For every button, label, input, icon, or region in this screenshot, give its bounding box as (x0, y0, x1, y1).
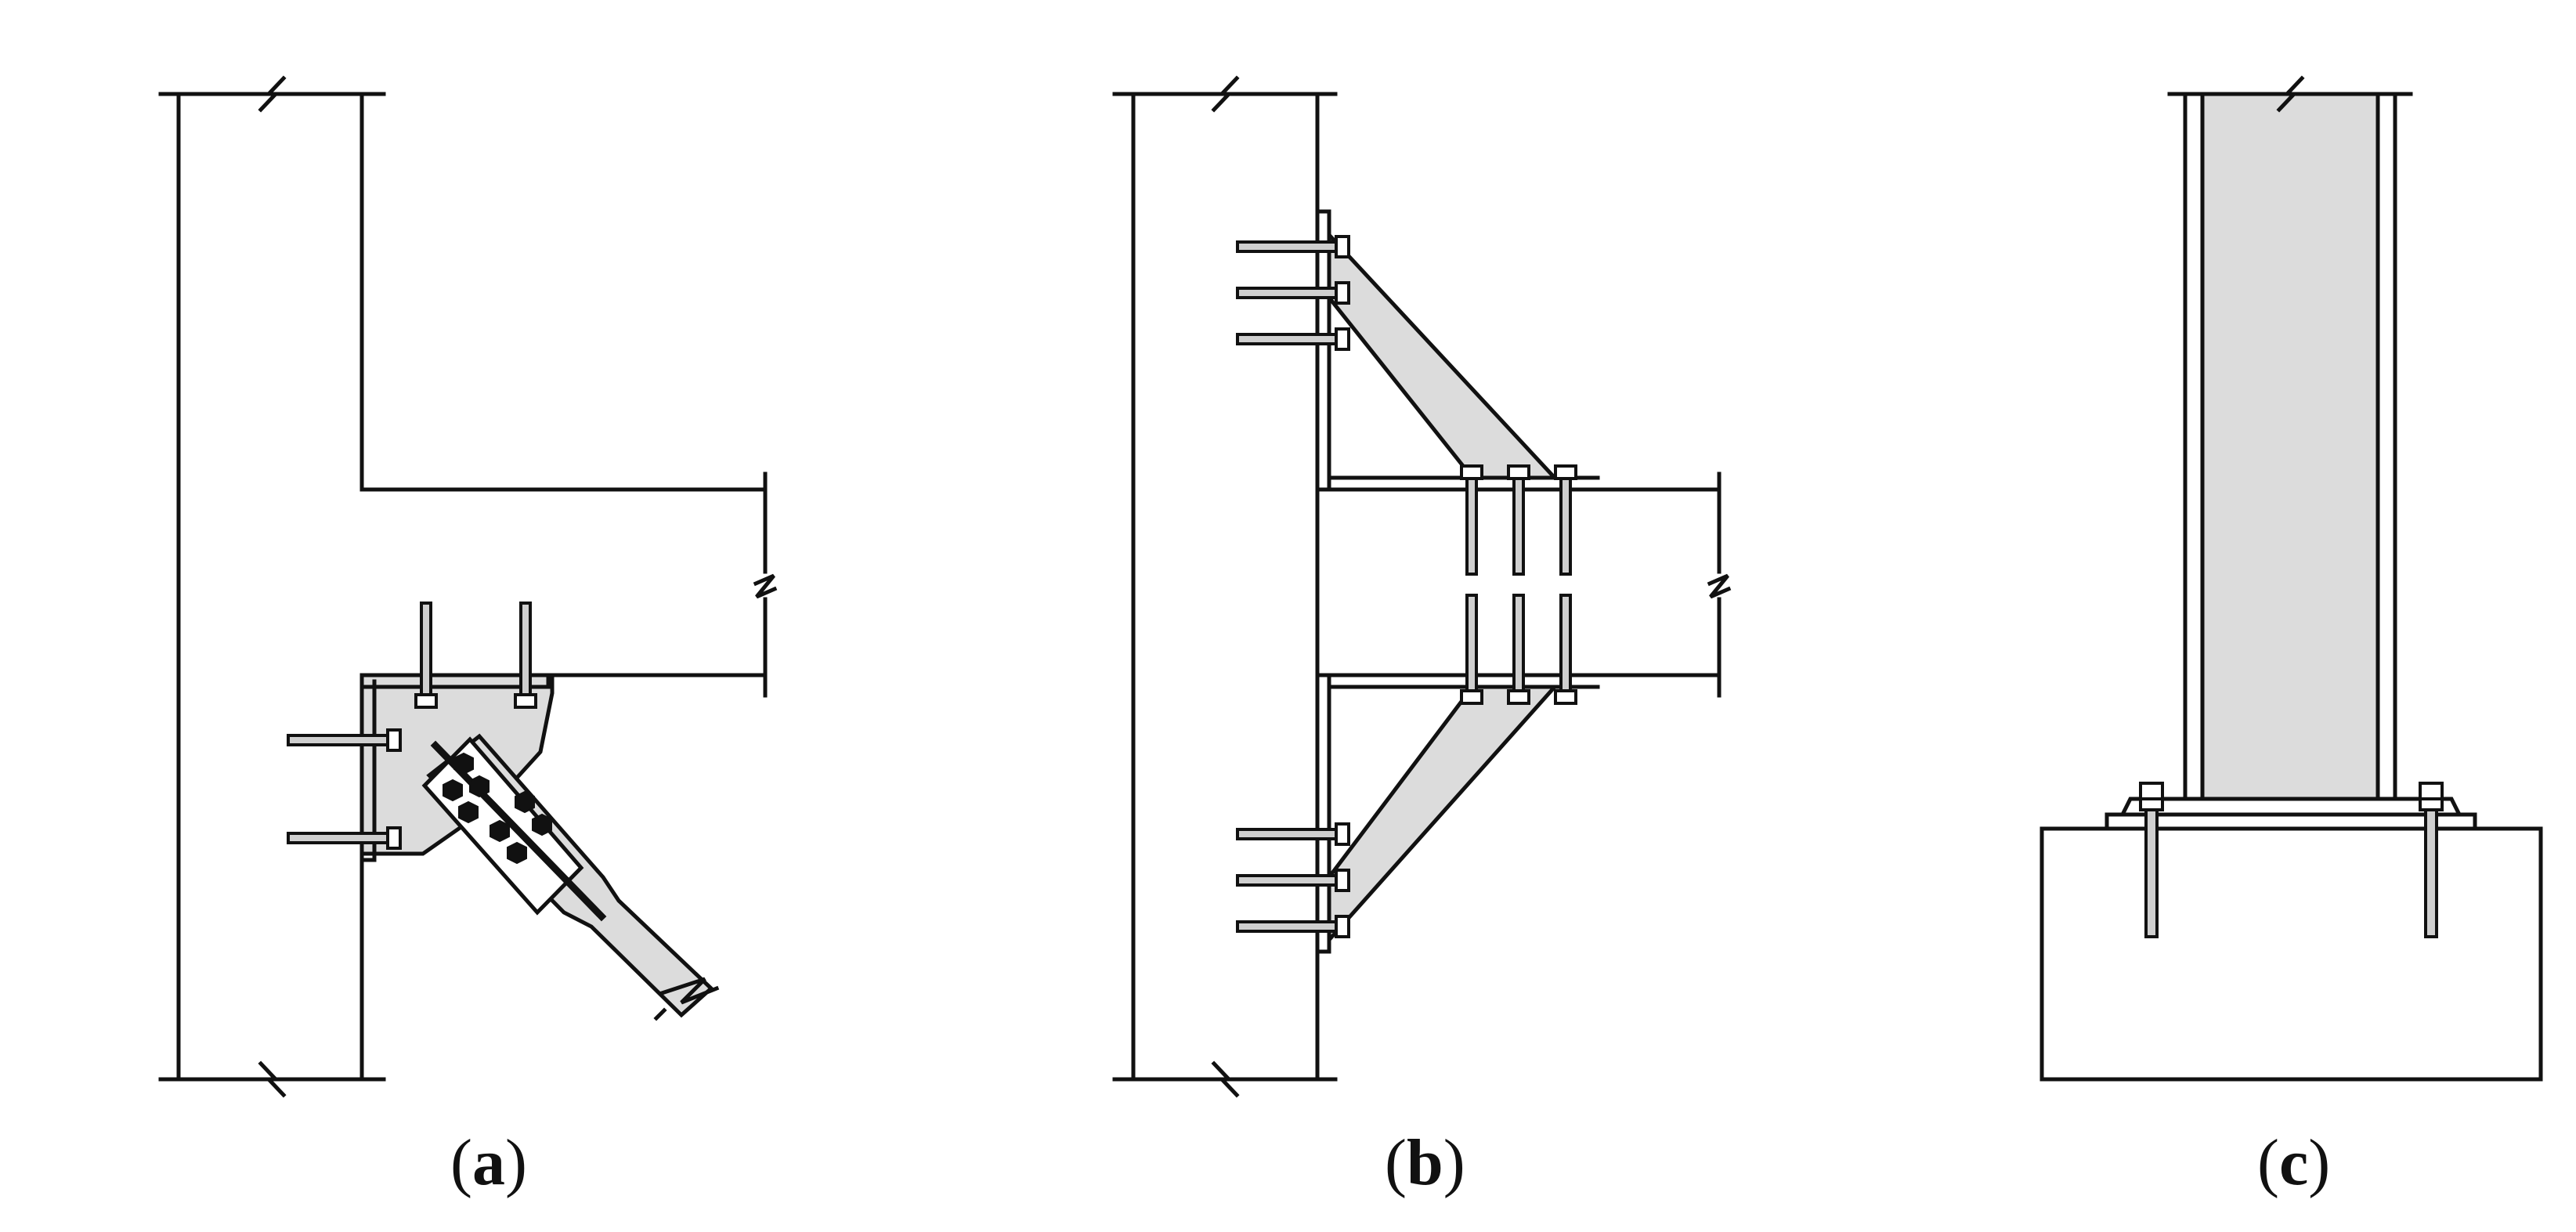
flange-bolts-a (414, 602, 537, 709)
panel-a (158, 75, 778, 1098)
anchor-bolts-c (2139, 782, 2444, 938)
panel-b (1112, 75, 1732, 1098)
angle-clips-a (359, 673, 551, 862)
panel-c (2039, 75, 2543, 1082)
column-a (158, 75, 386, 1098)
column-c (2167, 75, 2413, 801)
caption-b: (b) (1385, 1126, 1465, 1199)
column-b (1112, 75, 1338, 1098)
concrete-footing-c (2039, 826, 2543, 1082)
caption-c: (c) (2257, 1126, 2330, 1199)
column-bolts-a (287, 728, 402, 850)
beam-bolts-b (1460, 464, 1577, 705)
splice-plate-a (421, 736, 607, 922)
base-plate-c (2105, 797, 2477, 831)
lower-knee-brace-b (1315, 673, 1600, 954)
column-bolts-b (1236, 235, 1350, 938)
upper-knee-brace-b (1315, 209, 1600, 492)
caption-a: (a) (450, 1126, 527, 1199)
